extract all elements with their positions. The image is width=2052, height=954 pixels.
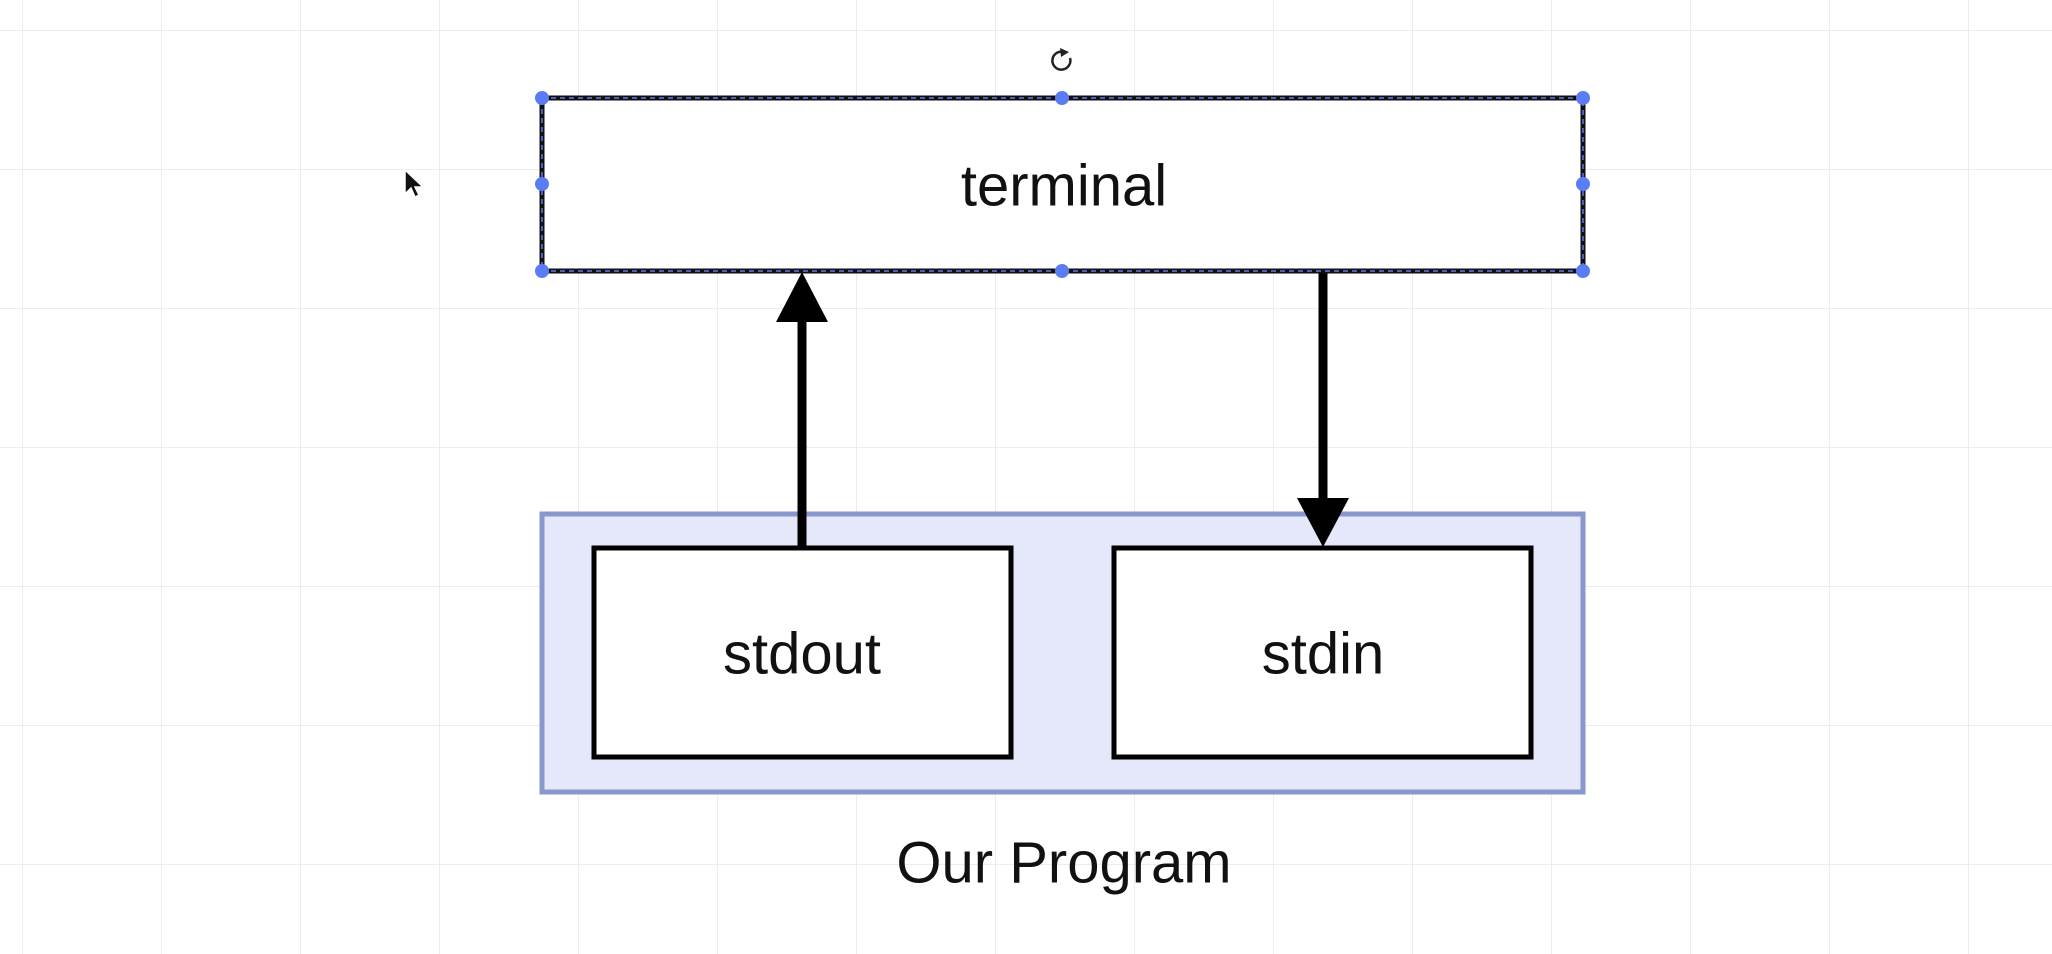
- handle-bottom-center[interactable]: [1055, 264, 1069, 278]
- program-label: Our Program: [896, 830, 1231, 895]
- handle-top-right[interactable]: [1576, 91, 1590, 105]
- terminal-box[interactable]: terminal: [539, 95, 1586, 274]
- arrow-terminal-to-stdin[interactable]: [1297, 271, 1349, 547]
- stdin-label: stdin: [1262, 621, 1385, 686]
- arrow-stdout-to-terminal[interactable]: [776, 272, 828, 548]
- mouse-pointer-icon: [404, 168, 425, 199]
- stdout-label: stdout: [723, 621, 881, 686]
- handle-top-center[interactable]: [1055, 91, 1069, 105]
- stdout-box[interactable]: stdout: [591, 545, 1014, 760]
- handle-bottom-right[interactable]: [1576, 264, 1590, 278]
- handle-bottom-left[interactable]: [535, 264, 549, 278]
- terminal-label: terminal: [961, 153, 1167, 218]
- stdin-box[interactable]: stdin: [1111, 545, 1534, 760]
- handle-top-left[interactable]: [535, 91, 549, 105]
- handle-middle-left[interactable]: [535, 177, 549, 191]
- handle-middle-right[interactable]: [1576, 177, 1590, 191]
- rotate-icon[interactable]: [1051, 48, 1072, 71]
- selection-handles[interactable]: [535, 91, 1590, 278]
